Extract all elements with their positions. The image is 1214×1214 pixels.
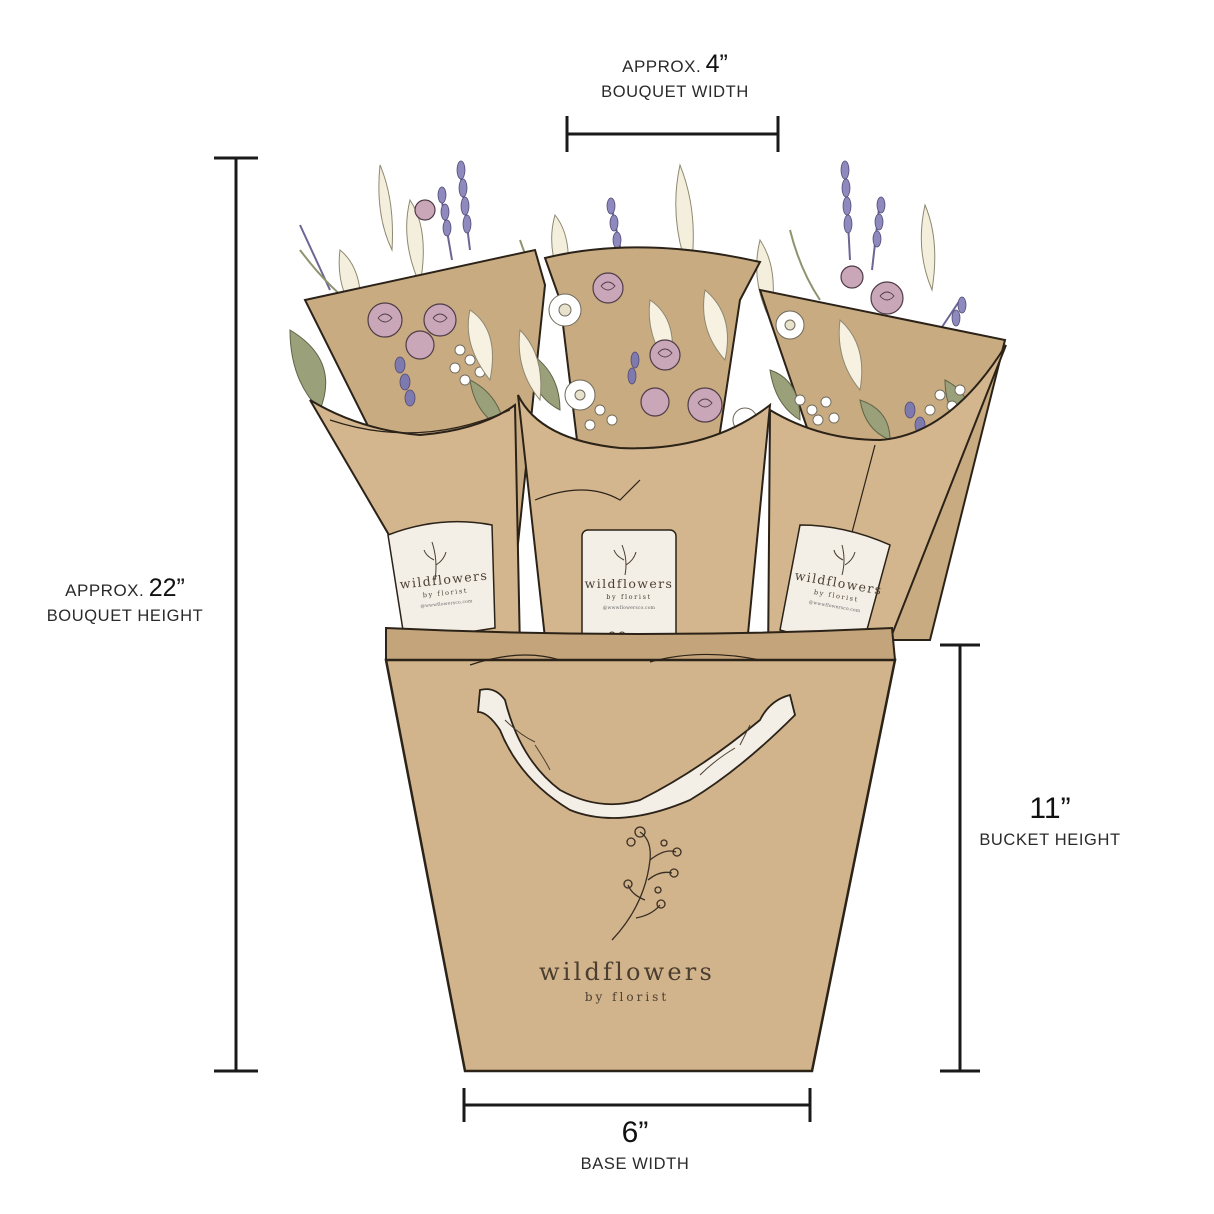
tag-middle-contact: @wwwflowersco.com <box>602 606 656 611</box>
floral-sprig-icon <box>611 826 682 941</box>
base-width-caption: BASE WIDTH <box>580 1154 690 1173</box>
sprig-icon <box>613 544 637 576</box>
bouquet-height-prefix: APPROX. <box>65 581 145 600</box>
base-width-label: 6” BASE WIDTH <box>540 1116 730 1173</box>
tag-middle-byline: by florist <box>606 593 652 601</box>
bouquet-width-prefix: APPROX. <box>622 57 702 76</box>
bouquet-width-label: APPROX. 4” BOUQUET WIDTH <box>560 50 790 102</box>
ribbon-handle <box>477 688 796 819</box>
bucket-brand-logo: wildflowers by florist <box>497 958 757 1004</box>
brand-byline: by florist <box>584 990 670 1004</box>
tag-middle-name: wildflowers <box>584 576 674 591</box>
base-width-value: 6” <box>621 1116 649 1149</box>
bucket-height-caption: BUCKET HEIGHT <box>979 830 1121 849</box>
sprig-icon <box>423 541 447 581</box>
sprig-icon <box>833 544 856 576</box>
bouquet-height-dimension-line <box>214 156 258 1073</box>
bouquet-height-value: 22” <box>148 574 185 602</box>
brand-name: wildflowers <box>538 958 715 986</box>
bouquet-width-dimension-line <box>565 116 780 152</box>
bouquet-label-middle <box>581 529 677 648</box>
bouquet-height-caption: BOUQUET HEIGHT <box>46 606 204 625</box>
bucket-height-label: 11” BUCKET HEIGHT <box>960 792 1140 849</box>
bouquet-height-label: APPROX. 22” BOUQUET HEIGHT <box>20 574 230 626</box>
tag-middle-brand: wildflowers by florist @wwwflowersco.com <box>582 576 676 611</box>
base-width-dimension-line <box>462 1088 812 1122</box>
bouquet-width-value: 4” <box>705 50 728 78</box>
kraft-bucket <box>384 626 897 1073</box>
bouquet-width-caption: BOUQUET WIDTH <box>601 82 749 101</box>
bucket-height-dimension-line <box>940 643 980 1073</box>
bucket-height-value: 11” <box>1029 792 1071 825</box>
